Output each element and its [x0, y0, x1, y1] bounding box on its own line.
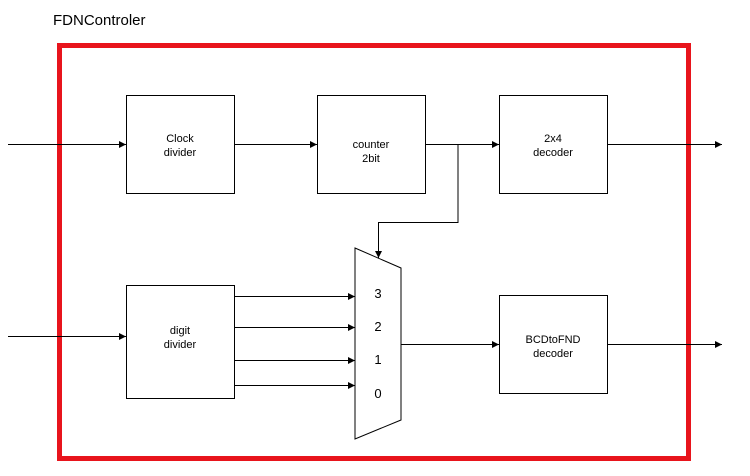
mux-input-label: 2 — [374, 319, 381, 334]
counter-2bit-block[interactable]: counter 2bit — [317, 95, 426, 194]
clock-divider-block[interactable]: Clock divider — [126, 95, 235, 194]
decoder-2x4-label-line1: 2x4 — [544, 133, 562, 145]
counter-to-mux-select-arrow — [375, 144, 459, 258]
controller-frame — [57, 43, 691, 461]
counter-label-line2: 2bit — [362, 153, 380, 165]
decoder-2x4-block[interactable]: 2x4 decoder — [499, 95, 608, 194]
connections — [8, 141, 722, 389]
mux-input-label: 0 — [374, 386, 381, 401]
bcd-to-fnd-label-line2: decoder — [533, 348, 573, 360]
multiplexer[interactable]: 3 2 1 0 — [354, 247, 402, 440]
diagram-title: FDNControler — [53, 12, 146, 29]
digit-divider-label-line2: divider — [164, 339, 197, 351]
clock-divider-label-line2: divider — [164, 147, 197, 159]
decoder-2x4-label-line2: decoder — [533, 147, 573, 159]
digit-divider-label-line1: digit — [170, 325, 190, 337]
mux-input-label: 3 — [374, 286, 381, 301]
digit-divider-block[interactable]: digit divider — [126, 285, 235, 399]
bcd-to-fnd-decoder-block[interactable]: BCDtoFND decoder — [499, 295, 608, 394]
counter-label-line1: counter — [353, 139, 390, 151]
bcd-to-fnd-label-line1: BCDtoFND — [525, 334, 580, 346]
mux-input-label: 1 — [374, 352, 381, 367]
clock-divider-label-line1: Clock — [166, 133, 194, 145]
